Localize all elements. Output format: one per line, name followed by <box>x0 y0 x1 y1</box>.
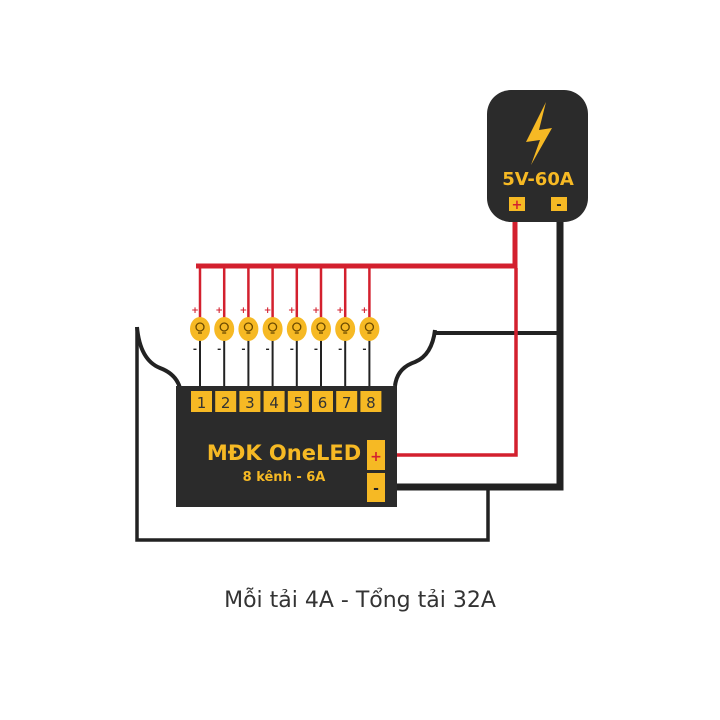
channel-number: 1 <box>197 394 207 412</box>
led-minus-label: - <box>314 344 318 355</box>
controller-title: MĐK OneLED <box>207 441 361 465</box>
led-minus-label: - <box>338 344 342 355</box>
led-3: +- <box>238 306 259 355</box>
positive-wire-controller <box>395 268 518 457</box>
controller-box <box>176 386 397 507</box>
light-bulb-icon <box>267 322 278 334</box>
led-6: +- <box>311 306 331 355</box>
light-bulb-icon <box>195 322 205 334</box>
power-minus-label: - <box>556 198 561 213</box>
light-bulb-icon <box>340 322 350 334</box>
led-plus-label: + <box>361 306 369 316</box>
controller-plus-terminal <box>367 440 385 470</box>
channel-number: 4 <box>269 394 279 412</box>
led-plus-label: + <box>312 306 320 316</box>
power-supply-label: 5V-60A <box>502 169 574 190</box>
led-minus-label: - <box>362 344 366 355</box>
led-minus-label: - <box>241 344 245 355</box>
channel-number: 2 <box>221 394 231 412</box>
controller-plus-label: + <box>370 449 382 465</box>
led-minus-label: - <box>290 344 294 355</box>
controller-minus-terminal <box>367 473 385 502</box>
enclosure-bottom <box>135 327 490 542</box>
light-bulb-icon <box>316 322 326 334</box>
caption: Mỗi tải 4A - Tổng tải 32A <box>224 588 496 613</box>
channel-number: 5 <box>294 394 304 412</box>
positive-wire-led-bus <box>196 215 518 269</box>
enclosure-outline-right <box>393 329 437 387</box>
power-minus-terminal <box>551 197 567 211</box>
led-5: +- <box>286 306 307 355</box>
led-plus-label: + <box>264 306 272 316</box>
channel-number: 6 <box>318 394 328 412</box>
led-minus-label: - <box>193 344 197 355</box>
led-plus-label: + <box>288 306 296 316</box>
negative-wire-main <box>395 215 564 491</box>
channel-terminal-6: 6 <box>312 391 333 412</box>
channel-number: 8 <box>366 394 376 412</box>
led-8: +- <box>359 306 380 355</box>
led-minus-label: - <box>217 344 221 355</box>
light-bulb-icon <box>243 322 254 334</box>
power-supply-box <box>487 90 588 222</box>
channel-terminal-3: 3 <box>239 391 261 412</box>
channel-terminal-1: 1 <box>191 391 212 412</box>
power-plus-terminal <box>509 197 525 211</box>
led-2: +- <box>214 306 235 355</box>
channel-terminal-2: 2 <box>215 391 237 412</box>
enclosure-outline <box>135 326 182 389</box>
led-plus-label: + <box>191 306 199 316</box>
led-1: +- <box>190 306 210 355</box>
led-plus-label: + <box>240 306 248 316</box>
channel-number: 3 <box>245 394 255 412</box>
controller-subtitle: 8 kênh - 6A <box>243 470 326 485</box>
light-bulb-icon <box>364 322 375 334</box>
led-plus-label: + <box>215 306 223 316</box>
led-4: +- <box>262 306 283 355</box>
power-plus-label: + <box>512 198 523 213</box>
channel-terminal-4: 4 <box>263 391 285 412</box>
channel-number: 7 <box>342 394 352 412</box>
channel-terminal-7: 7 <box>336 391 358 412</box>
controller-minus-label: - <box>373 481 379 497</box>
led-7: +- <box>335 306 356 355</box>
lightning-bolt-icon <box>526 102 552 165</box>
light-bulb-icon <box>219 322 229 334</box>
light-bulb-icon <box>292 322 302 334</box>
led-minus-label: - <box>266 344 270 355</box>
channel-terminal-8: 8 <box>360 391 382 412</box>
channel-terminal-5: 5 <box>287 391 309 412</box>
led-plus-label: + <box>336 306 344 316</box>
